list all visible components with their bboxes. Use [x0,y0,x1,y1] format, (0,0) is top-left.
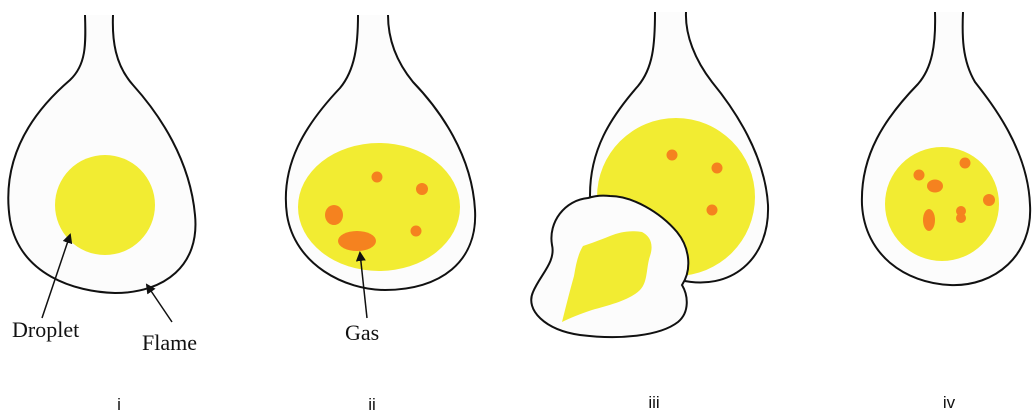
gas-bubble [416,183,428,195]
gas-bubble [956,213,966,223]
gas-label: Gas [345,320,379,345]
flame-pointer-arrow [147,285,172,322]
flame-label: Flame [142,330,197,355]
panel-label-i: i [117,395,121,414]
panel-label-iv: iv [943,393,956,412]
gas-bubble [712,163,723,174]
gas-bubble [707,205,718,216]
panel-i: Droplet Flame [8,15,197,355]
droplet-label: Droplet [12,317,79,342]
gas-bubble [927,180,943,193]
droplet [885,147,999,261]
gas-bubble [960,158,971,169]
gas-bubble [667,150,678,161]
panel-label-ii: ii [368,395,376,414]
panel-iv [862,12,1030,285]
gas-bubble [338,231,376,251]
gas-bubble [325,205,343,225]
gas-bubble [411,226,422,237]
gas-bubble [372,172,383,183]
gas-bubble [983,194,995,206]
panel-iii [531,12,768,337]
droplet [298,143,460,271]
panel-ii: Gas [286,15,475,345]
gas-bubble [923,209,935,231]
panel-label-iii: iii [648,393,659,412]
gas-bubble [914,170,925,181]
droplet [55,155,155,255]
